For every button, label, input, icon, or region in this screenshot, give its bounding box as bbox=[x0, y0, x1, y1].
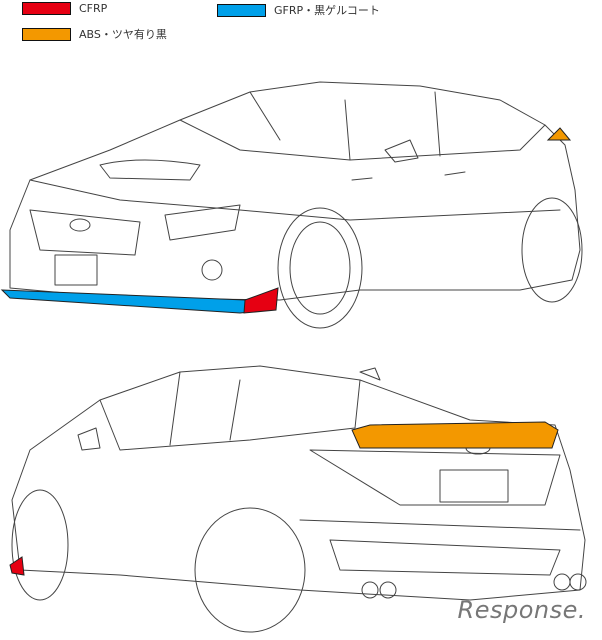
legend-label-abs: ABS・ツヤ有り黒 bbox=[79, 28, 167, 41]
front-lip-gfrp-part bbox=[0, 289, 276, 314]
rear-car-drawing bbox=[11, 365, 587, 633]
legend-label-cfrp: CFRP bbox=[79, 2, 108, 15]
rear-view-canard-cfrp-part bbox=[9, 556, 25, 576]
legend-label-gfrp: GFRP・黒ゲルコート bbox=[274, 4, 380, 17]
legend-item-abs: ABS・ツヤ有り黒 bbox=[22, 26, 167, 42]
front-canard-cfrp-part bbox=[243, 287, 279, 314]
rear-wing-abs-part bbox=[351, 421, 559, 449]
front-car-drawing bbox=[9, 81, 583, 329]
legend-swatch-gfrp bbox=[217, 3, 266, 17]
legend-item-gfrp: GFRP・黒ゲルコート bbox=[217, 2, 380, 18]
legend-swatch-cfrp bbox=[22, 2, 71, 15]
legend-item-cfrp: CFRP bbox=[22, 2, 107, 15]
legend-swatch-abs bbox=[22, 27, 71, 41]
front-view-spoiler-abs-part bbox=[546, 127, 572, 141]
watermark-logo: Response. bbox=[457, 596, 586, 624]
